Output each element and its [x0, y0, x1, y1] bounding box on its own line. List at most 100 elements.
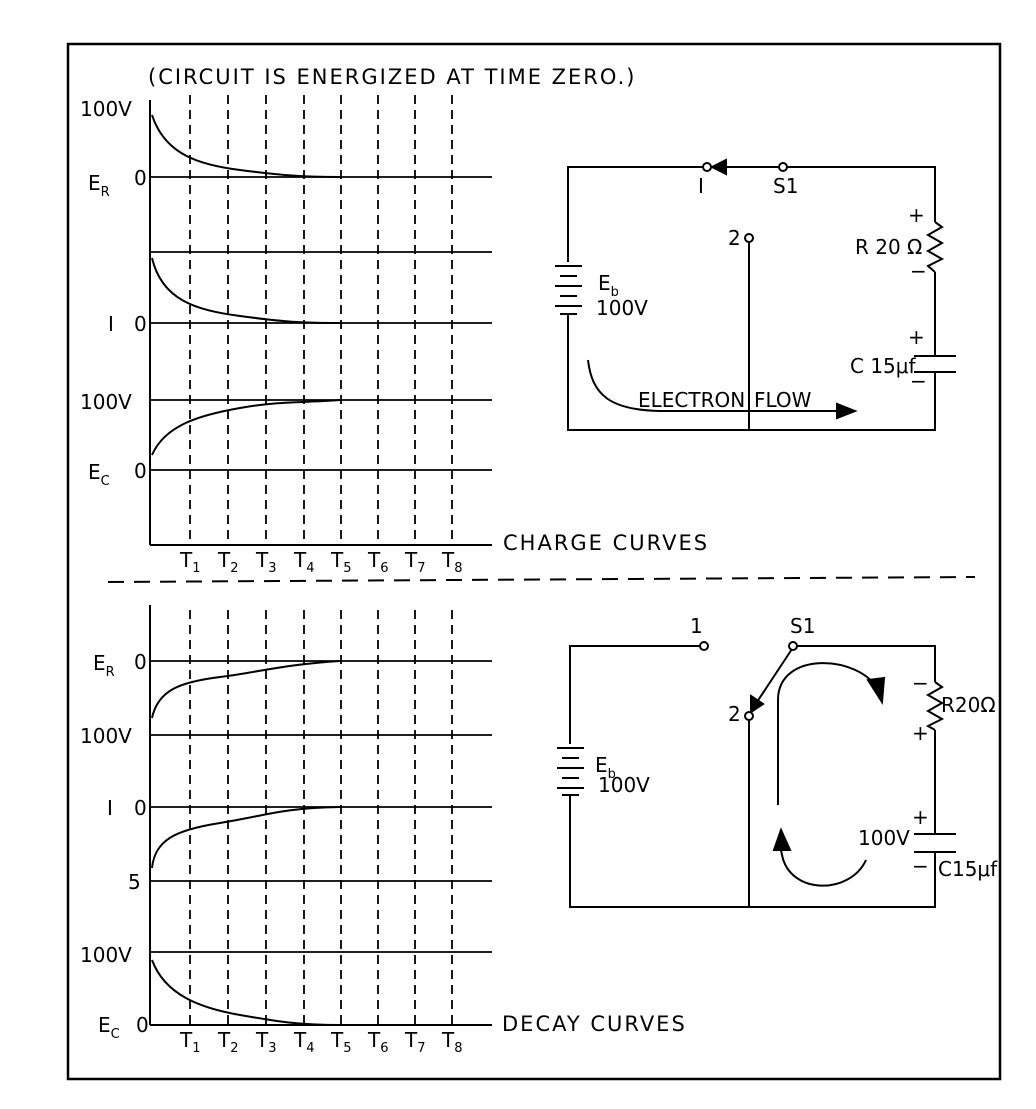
decay-curves-panel [149, 605, 492, 1026]
charge-ec-top-label: 100V [80, 390, 132, 414]
charge-er-curve [151, 114, 341, 178]
svg-text:T6: T6 [367, 548, 389, 576]
charge-er-zero: 0 [134, 166, 147, 190]
charge-resistor-label: R 20 Ω [855, 235, 922, 259]
charge-ec-zero: 0 [134, 459, 147, 483]
charge-battery-symbol: Eb [598, 271, 619, 300]
svg-text:T3: T3 [255, 1028, 277, 1056]
charge-er-top-label: 100V [80, 97, 132, 121]
charge-i-curve [151, 257, 341, 324]
charge-ec-curve [151, 399, 341, 456]
decay-switch-label: S1 [790, 614, 815, 638]
charge-i-zero: 0 [134, 312, 147, 336]
decay-tick-labels: T1 T2 T3 T4 T5 T6 T7 T8 [179, 1028, 463, 1056]
charge-switch-pivot [778, 162, 788, 172]
charge-switch-arrowhead [709, 158, 727, 176]
decay-current-loop-bottom [779, 844, 867, 887]
decay-capacitor-voltage: 100V [858, 826, 910, 850]
decay-i-curve [151, 806, 341, 869]
decay-er-curve [151, 660, 341, 719]
svg-text:T8: T8 [441, 548, 463, 576]
decay-capacitor-icon [914, 833, 956, 853]
decay-er-bottom-label: 100V [80, 724, 132, 748]
decay-pos2-label: 2 [728, 702, 741, 726]
decay-current-loop-top [777, 662, 879, 805]
svg-text:T7: T7 [404, 1028, 426, 1056]
decay-switch-contact-1 [699, 641, 709, 651]
charge-circuit-labels: I S1 2 Eb 100V + R 20 Ω − + C 15μf − ELE… [596, 174, 927, 412]
svg-text:T8: T8 [441, 1028, 463, 1056]
decay-current-arrowhead-bottom [772, 827, 792, 851]
decay-circuit-left-loop [569, 645, 936, 908]
decay-time-gridlines [189, 610, 453, 1025]
charge-resistor-icon [925, 221, 945, 273]
charge-capacitor-icon [914, 355, 956, 373]
decay-ec-zero: 0 [136, 1013, 149, 1037]
svg-text:T3: T3 [255, 548, 277, 576]
decay-resistor-label: R20Ω [941, 693, 996, 717]
decay-ec-top-label: 100V [80, 943, 132, 967]
charge-circuit [555, 158, 956, 431]
charge-curves-panel [149, 95, 492, 546]
charge-resistor-plus: + [908, 203, 925, 227]
charge-pos1-label: I [698, 174, 704, 198]
svg-text:T7: T7 [404, 548, 426, 576]
svg-text:T5: T5 [330, 548, 352, 576]
charge-electron-flow-curve [587, 359, 840, 412]
decay-battery-symbol: Eb [595, 753, 616, 782]
charge-battery-icon [555, 265, 582, 315]
charge-switch-contact-1 [702, 162, 712, 172]
decay-i-zero: 0 [134, 796, 147, 820]
svg-text:T4: T4 [293, 1028, 315, 1056]
decay-switch-arm [752, 648, 793, 709]
decay-er-symbol: ER [93, 651, 115, 680]
charge-curves-title: CHARGE CURVES [503, 531, 709, 555]
charge-i-symbol: I [108, 312, 114, 336]
charge-circuit-loop [567, 166, 936, 431]
charge-flow-label-b: FLOW [754, 388, 812, 412]
charge-switch-contact-2 [744, 233, 754, 243]
decay-pos1-label: 1 [690, 614, 703, 638]
decay-resistor-icon [925, 681, 945, 731]
decay-resistor-plus: + [912, 721, 929, 745]
charge-capacitor-plus: + [908, 325, 925, 349]
charge-resistor-minus: − [910, 259, 927, 283]
decay-capacitor-plus: + [912, 805, 929, 829]
decay-switch-pivot [788, 641, 798, 651]
svg-text:T1: T1 [179, 548, 201, 576]
section-divider [107, 576, 976, 583]
decay-ec-curve [151, 959, 341, 1026]
outer-border [66, 42, 1002, 1081]
charge-er-symbol: ER [88, 171, 110, 200]
charge-time-gridlines [189, 95, 453, 545]
charge-ec-symbol: EC [88, 460, 110, 489]
charge-electron-flow-arrowhead [836, 402, 858, 420]
decay-i-symbol: I [107, 796, 113, 820]
decay-ec-symbol: EC [98, 1013, 120, 1042]
decay-resistor-minus: − [912, 671, 929, 695]
svg-text:T2: T2 [217, 548, 239, 576]
decay-circuit [557, 641, 956, 908]
charge-capacitor-label: C 15μf [850, 354, 916, 378]
charge-battery-value: 100V [596, 296, 648, 320]
svg-text:T2: T2 [217, 1028, 239, 1056]
decay-battery-icon [557, 747, 584, 796]
decay-capacitor-label: C15μf [938, 857, 998, 881]
decay-capacitor-minus: − [912, 854, 929, 878]
decay-current-arrowhead-top [866, 676, 886, 706]
decay-switch-arrowhead [750, 694, 765, 714]
charge-switch-label: S1 [773, 174, 798, 198]
charge-capacitor-minus: − [910, 369, 927, 393]
decay-i-bottom-label: 5 [128, 870, 141, 894]
decay-battery-value: 100V [598, 773, 650, 797]
charge-flow-label-a: ELECTRON [638, 388, 745, 412]
charge-pos2-label: 2 [728, 226, 741, 250]
decay-switch-contact-2 [744, 711, 754, 721]
svg-text:T6: T6 [367, 1028, 389, 1056]
charge-tick-labels: T1 T2 T3 T4 T5 T6 T7 T8 [179, 548, 463, 576]
svg-text:T5: T5 [330, 1028, 352, 1056]
charge-labels: 100V ER 0 I 0 100V EC 0 CHARGE CURVES [80, 97, 709, 555]
decay-capacitor-gap [914, 834, 956, 852]
svg-text:T1: T1 [179, 1028, 201, 1056]
